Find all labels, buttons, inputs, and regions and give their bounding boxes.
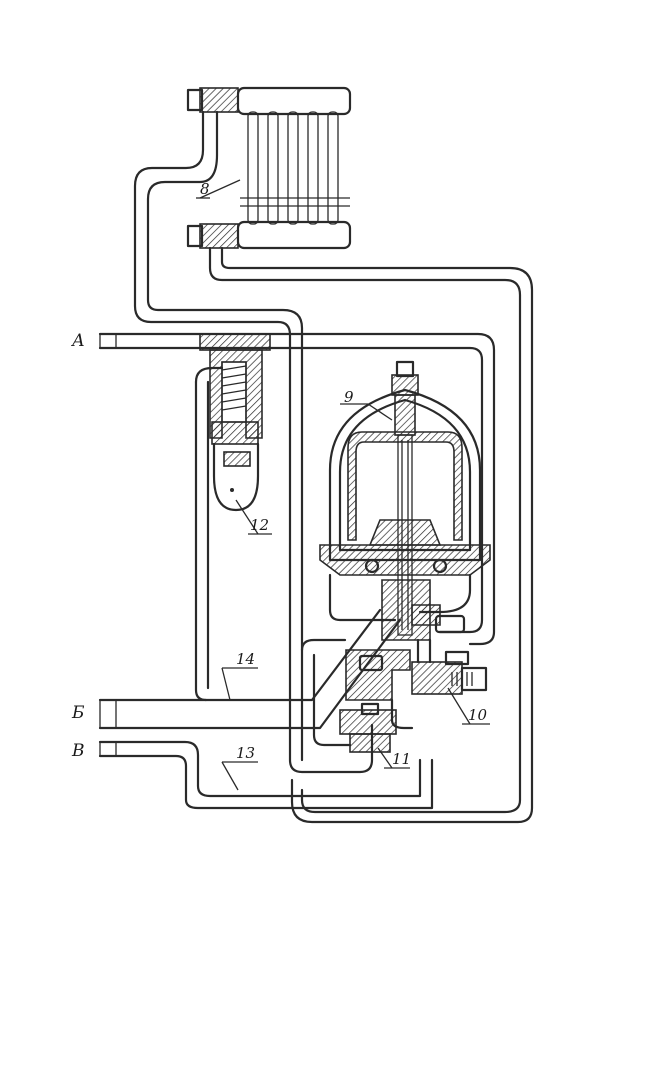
leader-lines [196, 179, 490, 791]
radiator-cooler [186, 86, 352, 250]
valve-11 [339, 649, 414, 753]
callout-11: 11 [392, 750, 411, 768]
port-label-a: А [71, 331, 85, 351]
callout-13: 13 [236, 744, 255, 762]
callout-8: 8 [200, 180, 210, 198]
callout-9: 9 [344, 388, 354, 406]
centrifuge [319, 360, 491, 641]
port-label-b: Б [71, 703, 85, 723]
callout-14: 14 [236, 650, 255, 668]
callout-10: 10 [468, 706, 488, 724]
relief-valve [199, 333, 271, 512]
valve-10 [411, 638, 488, 695]
callout-12: 12 [250, 516, 269, 534]
port-label-v: В [71, 741, 85, 761]
